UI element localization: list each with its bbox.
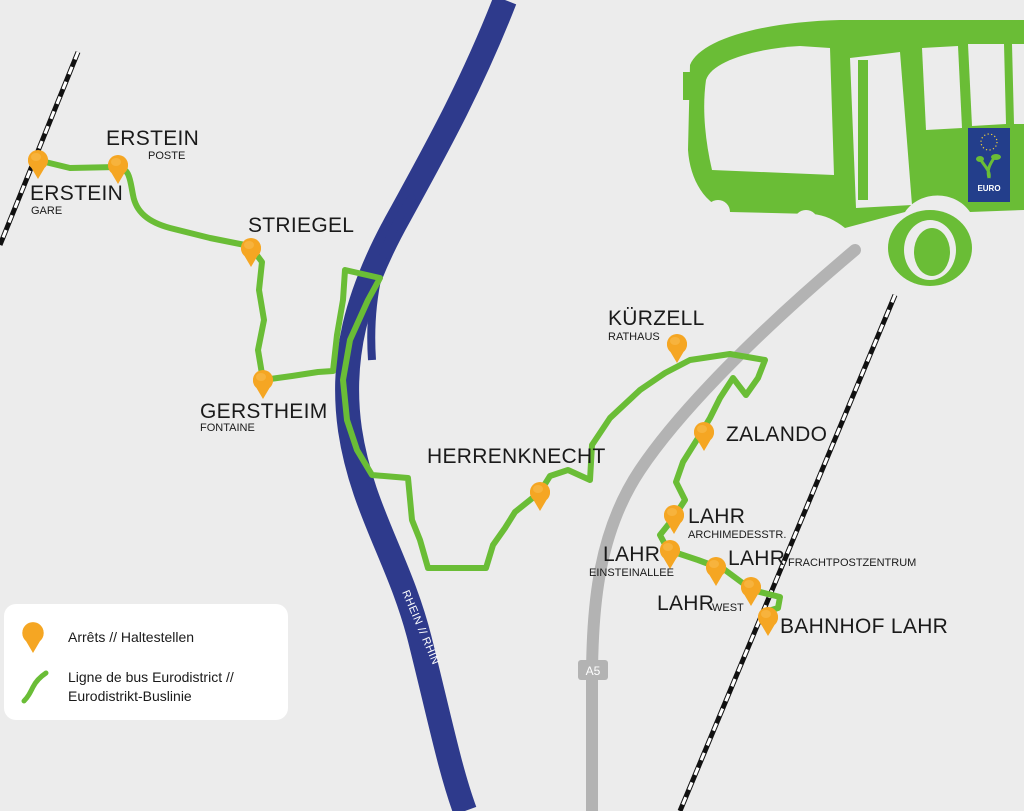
stop-sublabel: RATHAUS	[608, 331, 660, 343]
motorway-label: A5	[586, 664, 601, 678]
stop-pin-striegel[interactable]	[241, 238, 261, 267]
stop-label: ERSTEIN	[30, 182, 123, 205]
stop-pin-herrenknecht[interactable]	[530, 482, 550, 511]
stop-pin-kurzell[interactable]	[667, 334, 687, 363]
stop-sublabel: GARE	[31, 205, 62, 217]
stop-label: STRIEGEL	[248, 214, 354, 237]
stop-pin-gerstheim[interactable]	[253, 370, 273, 399]
stop-sublabel: FRACHTPOSTZENTRUM	[788, 557, 916, 569]
stop-label: LAHR	[728, 547, 785, 570]
stops: ERSTEIN GARE ERSTEIN POSTE STRIEGEL GERS…	[28, 127, 948, 638]
eurodistrict-logo-text: EURO	[977, 184, 1000, 193]
stop-label: LAHR	[657, 592, 714, 615]
stop-pin-zalando[interactable]	[694, 422, 714, 451]
stop-sublabel: WEST	[712, 602, 744, 614]
legend-row-line: Ligne de bus Eurodistrict // Eurodistrik…	[20, 668, 234, 706]
bus-route-line	[34, 157, 783, 615]
map-legend: Arrêts // Haltestellen Ligne de bus Euro…	[4, 604, 288, 720]
stop-pin-lahr-fracht[interactable]	[706, 557, 726, 586]
stop-pin-lahr-einstein[interactable]	[660, 540, 680, 569]
stop-sublabel: ARCHIMEDESSTR.	[688, 529, 786, 541]
stop-sublabel: FONTAINE	[200, 422, 255, 434]
stop-pin-icon	[22, 622, 44, 653]
legend-line-label-2: Eurodistrikt-Buslinie	[68, 688, 192, 704]
stop-label: LAHR	[603, 543, 660, 566]
stop-sublabel: POSTE	[148, 150, 185, 162]
stop-label: ZALANDO	[726, 423, 827, 446]
stop-sublabel: EINSTEINALLEE	[589, 567, 674, 579]
stop-pin-erstein-poste[interactable]	[108, 155, 128, 184]
stop-label: BAHNHOF LAHR	[780, 615, 948, 638]
stop-pin-lahr-west[interactable]	[741, 577, 761, 606]
legend-line-label-1: Ligne de bus Eurodistrict //	[68, 669, 234, 685]
railway-lines	[0, 51, 898, 811]
stop-label: HERRENKNECHT	[427, 445, 606, 468]
stop-pin-bahnhof-lahr[interactable]	[758, 607, 778, 636]
motorway-a5: A5	[578, 244, 861, 811]
legend-row-stops: Arrêts // Haltestellen	[20, 620, 194, 654]
legend-stops-label: Arrêts // Haltestellen	[68, 628, 195, 645]
stop-label: GERSTHEIM	[200, 400, 328, 423]
stop-label: LAHR	[688, 505, 745, 528]
stop-label: ERSTEIN	[106, 127, 199, 150]
bus-illustration: EURO	[683, 20, 1024, 286]
bus-line-icon	[21, 670, 49, 704]
river-rhine: RHEIN // RHIN	[335, 0, 517, 811]
stop-label: KÜRZELL	[608, 307, 705, 330]
